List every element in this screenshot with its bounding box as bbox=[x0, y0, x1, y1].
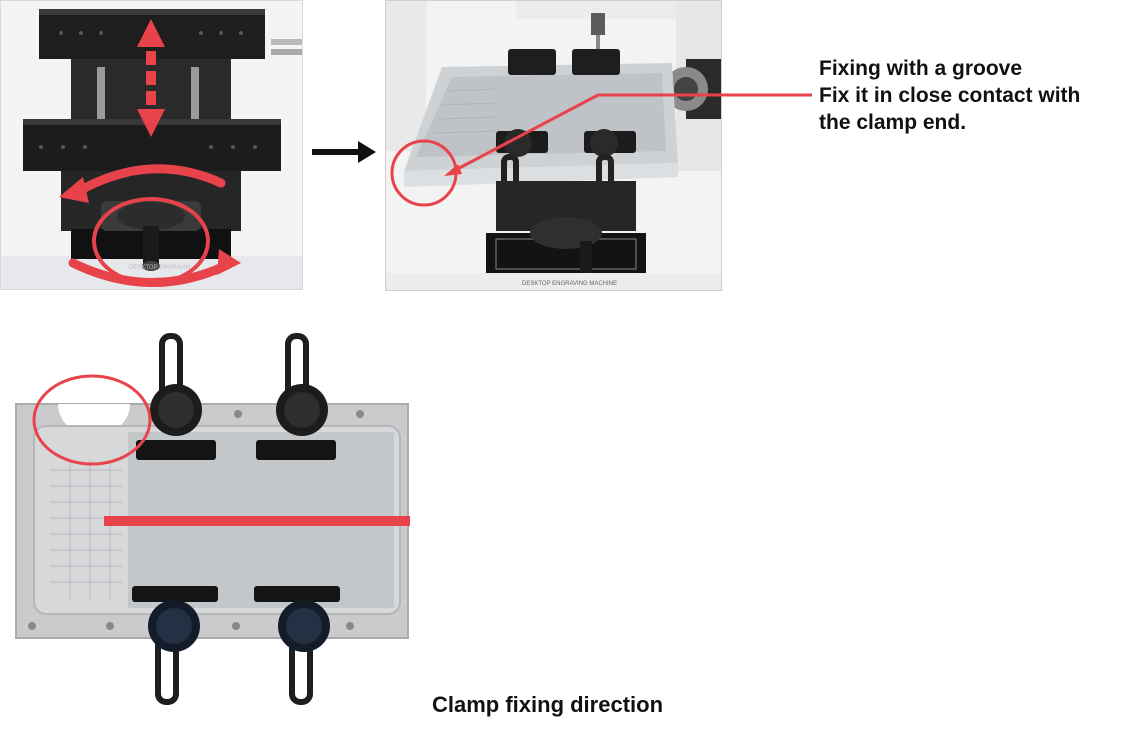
xy-table-photo: DESKTOP ENGRAVIN bbox=[0, 0, 303, 290]
caption: Clamp fixing direction bbox=[432, 692, 664, 717]
clamp-plate-top-view bbox=[10, 330, 410, 710]
annotation-line-1: Fixing with a groove bbox=[819, 57, 1023, 80]
annotation-line-2: Fix it in close contact with bbox=[819, 84, 1081, 107]
annotation-line-3: the clamp end. bbox=[819, 111, 967, 134]
highlight-circle-icon bbox=[32, 374, 152, 466]
vertical-move-arrow-icon bbox=[137, 19, 165, 137]
fixing-direction-arrow-icon bbox=[104, 516, 410, 526]
arrow-right-icon bbox=[312, 141, 378, 163]
machine-label: DESKTOP ENGRAVING MACHINE bbox=[522, 281, 617, 287]
rotate-arrow-icon bbox=[68, 164, 232, 287]
svg-text:DESKTOP ENGRAVIN: DESKTOP ENGRAVIN bbox=[129, 265, 190, 271]
annotation-text: Fixing with a groove Fix it in close con… bbox=[819, 55, 1080, 136]
machine-clamp-photo: DESKTOP ENGRAVING MACHINE bbox=[385, 0, 722, 291]
